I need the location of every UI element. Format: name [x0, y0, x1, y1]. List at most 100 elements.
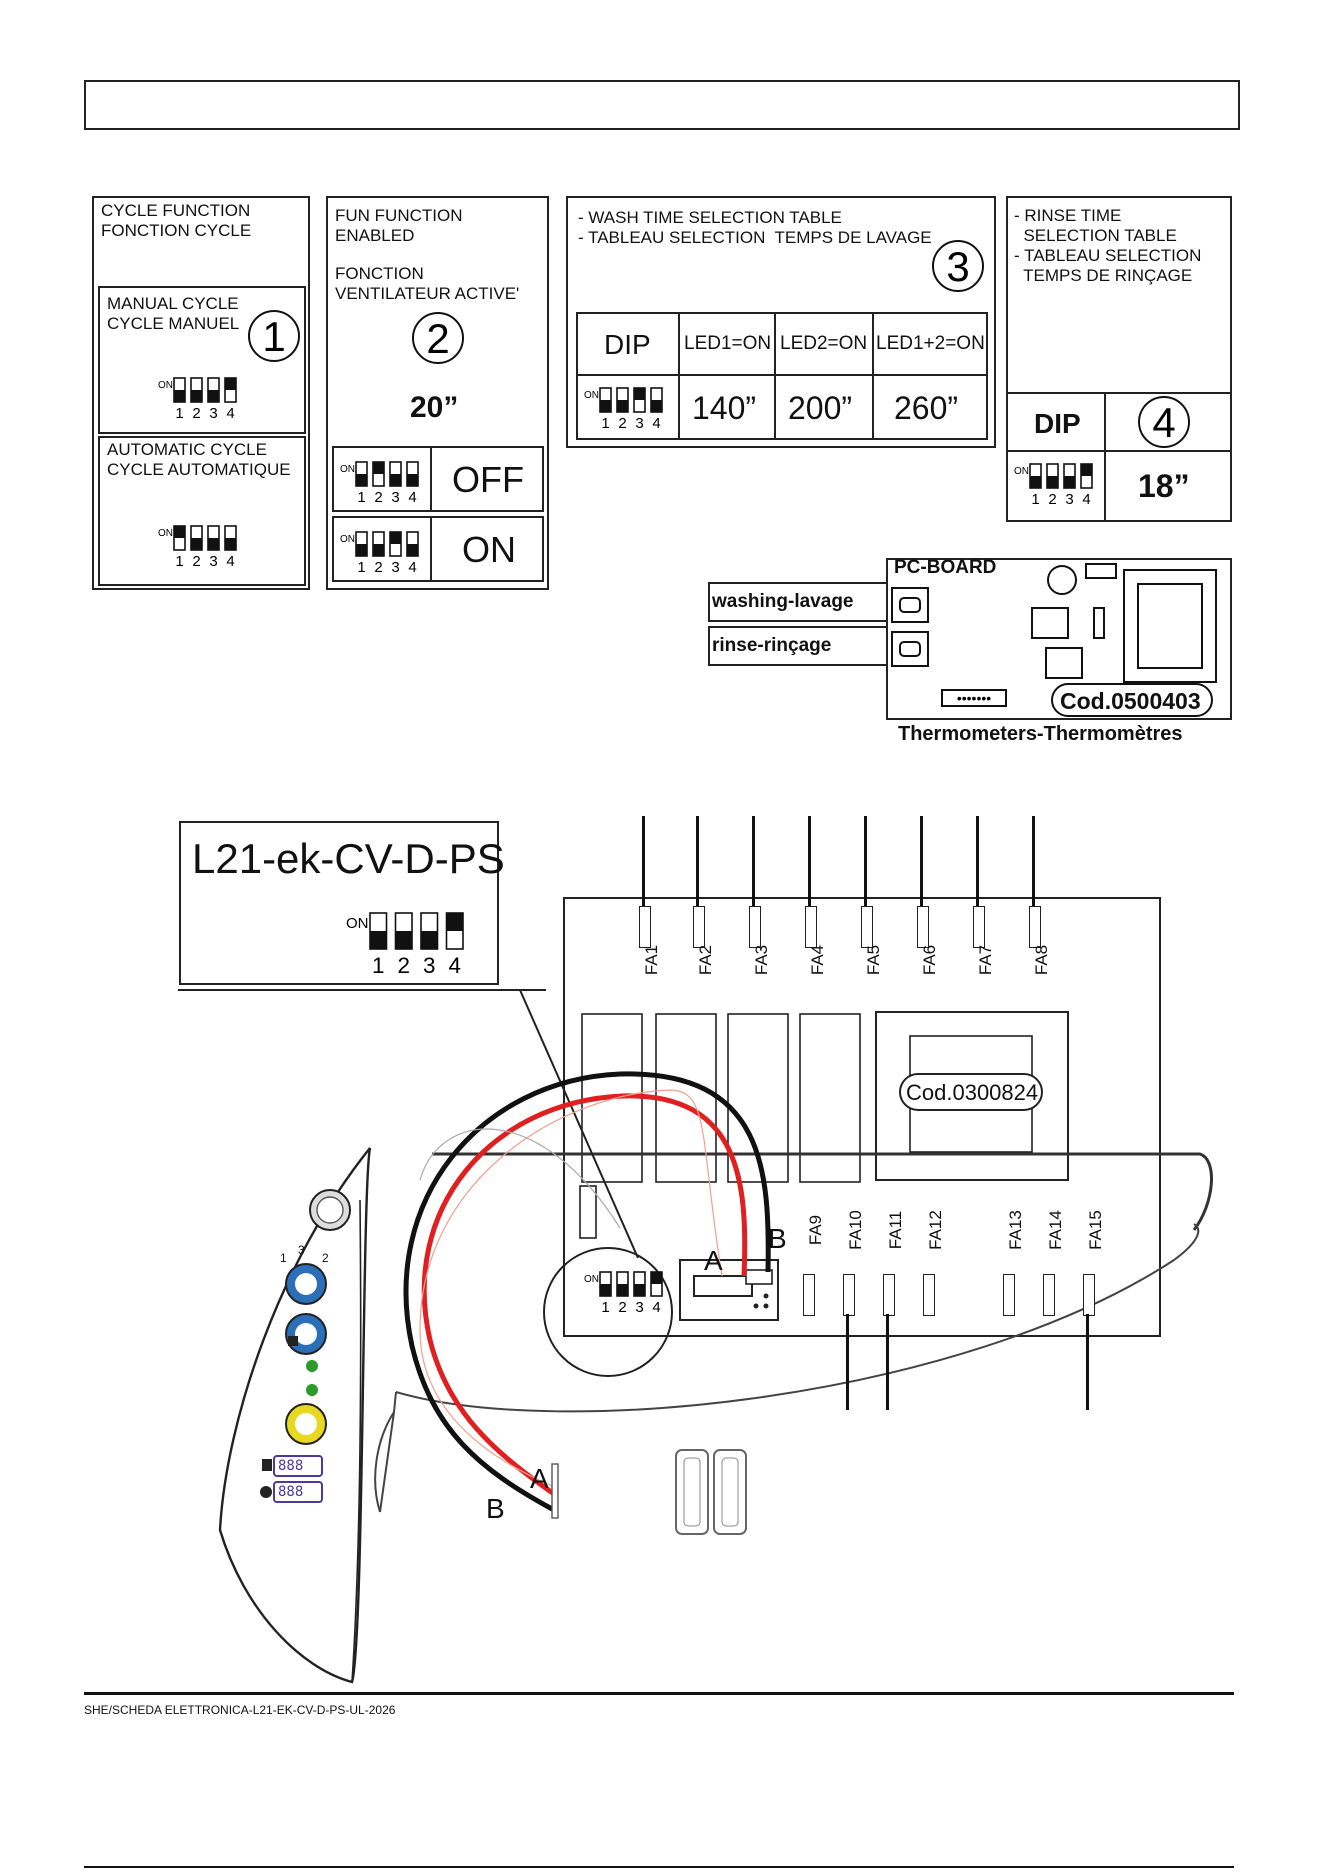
dip-switch-number: 4: [652, 415, 660, 432]
board-code: Cod.0300824: [906, 1080, 1039, 1105]
manual-cycle-fr: CYCLE MANUEL: [107, 314, 240, 333]
panel2-title-fr1: FONCTION: [335, 264, 424, 283]
dip-switch-number: 2: [618, 1299, 626, 1316]
selector-pos-1: 1: [280, 1251, 287, 1265]
fan-time: 20”: [410, 391, 459, 424]
rinse-header-dip: DIP: [1034, 408, 1081, 439]
fuse-fa4: [805, 906, 817, 948]
dip-switch-number: 1: [175, 405, 183, 422]
selector-pos-3: 3: [298, 1243, 305, 1257]
dip-switch-number: 3: [635, 415, 643, 432]
dip-switch-number: 1: [601, 1299, 609, 1316]
fuse-wire: [976, 816, 979, 906]
fuse-label: FA15: [1086, 1210, 1105, 1250]
fuse-fa14: [1043, 1274, 1055, 1316]
fuse-wire: [846, 1314, 849, 1410]
dip-switch-number: 4: [408, 559, 416, 576]
dip-switch-number: 2: [618, 415, 626, 432]
dip-switch-number: 1: [372, 953, 385, 978]
fan-off-label: OFF: [452, 459, 524, 500]
panel4-title-2: SELECTION TABLE: [1014, 226, 1177, 245]
dip-switch-knob: [617, 1284, 628, 1296]
panel2-number: 2: [426, 315, 449, 362]
dip-switch-number: 3: [209, 553, 217, 570]
dip-switch-number: 2: [192, 405, 200, 422]
fan-on-label: ON: [462, 529, 516, 570]
cable-a-label: A: [530, 1463, 549, 1494]
dip-switch-number: 4: [226, 405, 234, 422]
dip-switch-knob: [208, 538, 219, 550]
wash-value-1: 140”: [692, 390, 757, 426]
pc-board-components: •••••••: [891, 563, 1217, 717]
dip-switch-knob: [600, 1284, 611, 1296]
cycle-function-panel: CYCLE FUNCTION FONCTION CYCLE MANUAL CYC…: [92, 196, 310, 590]
connector-a-label: A: [704, 1245, 723, 1276]
dip-switch-number: 1: [175, 553, 183, 570]
selector-pos-2: 2: [322, 1251, 329, 1265]
dip-switch-number: 2: [374, 489, 382, 506]
fuse-wire: [864, 816, 867, 906]
fuse-label: FA8: [1032, 944, 1051, 976]
wash-value-3: 260”: [894, 390, 959, 426]
footer-text: SHE/SCHEDA ELETTRONICA-L21-EK-CV-D-PS-UL…: [84, 1703, 396, 1717]
fuse-fa10: [843, 1274, 855, 1316]
dip-switch-knob: [370, 931, 387, 949]
panel3-title-fr: - TABLEAU SELECTION TEMPS DE LAVAGE: [578, 228, 932, 247]
fuse-label: FA5: [864, 944, 883, 976]
fuse-fa8: [1029, 906, 1041, 948]
dip-switch-number: 1: [601, 415, 609, 432]
fuse-wire: [808, 816, 811, 906]
fuse-label: FA6: [920, 944, 939, 976]
dip-switch-knob: [446, 913, 463, 931]
dip-on-label: ON: [584, 390, 599, 401]
dip-on-label: ON: [340, 534, 355, 545]
fuse-wire: [642, 816, 645, 906]
dip-switch-number: 2: [374, 559, 382, 576]
fuse-label: FA13: [1006, 1210, 1025, 1250]
dip-switch-knob: [1047, 476, 1058, 488]
fuse-fa15: [1083, 1274, 1095, 1316]
fuse-label: FA10: [846, 1210, 865, 1250]
fuse-label: FA9: [806, 1214, 825, 1246]
fan-function-panel: FUN FUNCTION ENABLED FONCTION VENTILATEU…: [326, 196, 549, 590]
board-model-label: L21-ek-CV-D-PS: [192, 835, 505, 882]
header-box: [84, 80, 1240, 130]
dip-on-label: ON: [346, 915, 369, 932]
svg-text:•••••••: •••••••: [957, 690, 991, 706]
fuse-wire: [886, 1314, 889, 1410]
fuse-wire: [920, 816, 923, 906]
fuse-wire: [752, 816, 755, 906]
dip-switch-knob: [1030, 476, 1041, 488]
rinse-time-panel: - RINSE TIME SELECTION TABLE - TABLEAU S…: [1006, 196, 1232, 522]
dip-on-label: ON: [340, 464, 355, 475]
fuse-wire: [1086, 1314, 1089, 1410]
panel4-title-4: TEMPS DE RINÇAGE: [1014, 266, 1193, 285]
cable-b-label: B: [486, 1493, 505, 1524]
dip-on-label: ON: [1014, 466, 1029, 477]
dip-switch-knob: [191, 390, 202, 402]
number-2-icon: 2: [412, 312, 464, 364]
thermometers-caption: Thermometers-Thermomètres: [898, 723, 1183, 745]
dip-switch-knob: [634, 388, 645, 400]
panel1-title-en: CYCLE FUNCTION: [101, 201, 251, 220]
dip-switch-knob: [390, 474, 401, 486]
washing-label-box: washing-lavage: [708, 582, 888, 622]
fuse-fa11: [883, 1274, 895, 1316]
fuse-label: FA4: [808, 944, 827, 976]
fuse-label: FA2: [696, 944, 715, 976]
dip-switch-number: 3: [635, 1299, 643, 1316]
connector-b-label: B: [768, 1223, 787, 1254]
dip-switch-knob: [617, 400, 628, 412]
dip-switch-number: 3: [391, 559, 399, 576]
fuse-wire: [696, 816, 699, 906]
panel3-number: 3: [946, 243, 969, 290]
